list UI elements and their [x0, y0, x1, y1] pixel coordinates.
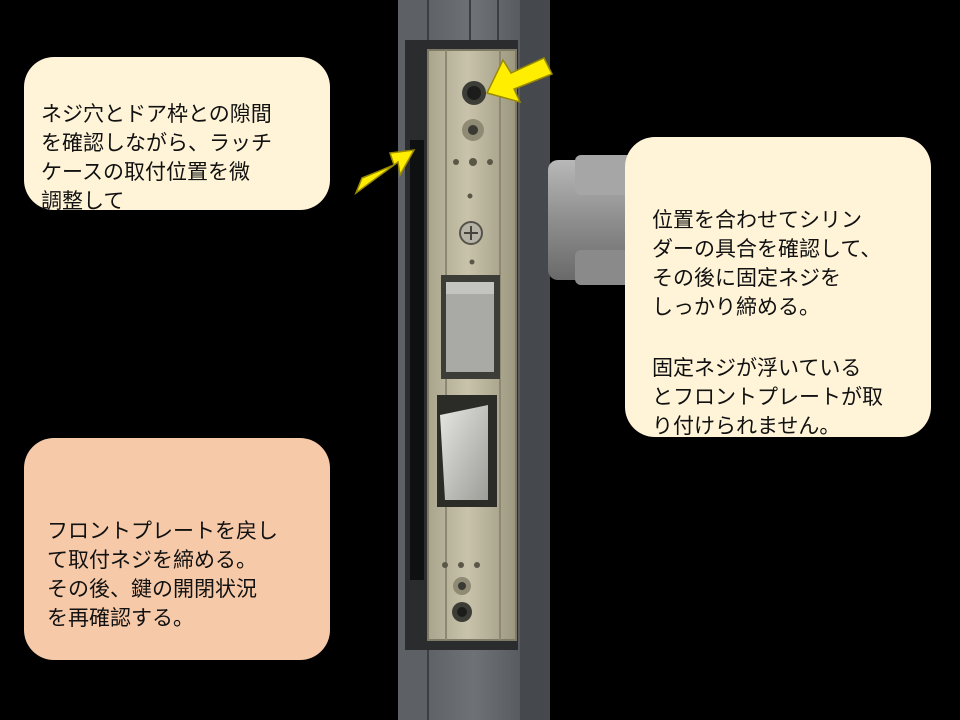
callout-reattach-plate: フロントプレートを戻し て取付ネジを締める。 その後、鍵の開閉状況 を再確認する…: [24, 438, 330, 660]
callout-text: 位置を合わせてシリン ダーの具合を確認して、 その後に固定ネジを しっかり締める…: [652, 208, 882, 319]
arrow-icon-screw-hole: [485, 57, 554, 104]
callout-tighten-screw: 位置を合わせてシリン ダーの具合を確認して、 その後に固定ネジを しっかり締める…: [625, 137, 931, 438]
callout-warning-text: 固定ネジが浮いている とフロントプレートが取 り付けられません。: [652, 356, 883, 438]
callout-adjust-position: ネジ穴とドア枠との隙間 を確認しながら、ラッチ ケースの取付位置を微 調整して: [24, 57, 330, 213]
latch-front-plate: [427, 49, 517, 641]
lock-cylinder: [548, 155, 635, 285]
callout-text: フロントプレートを戻し て取付ネジを締める。 その後、鍵の開閉状況 を再確認する…: [47, 519, 278, 630]
arrow-icon-frame-gap: [354, 149, 416, 196]
callout-text: ネジ穴とドア枠との隙間 を確認しながら、ラッチ ケースの取付位置を微 調整して: [41, 102, 272, 213]
